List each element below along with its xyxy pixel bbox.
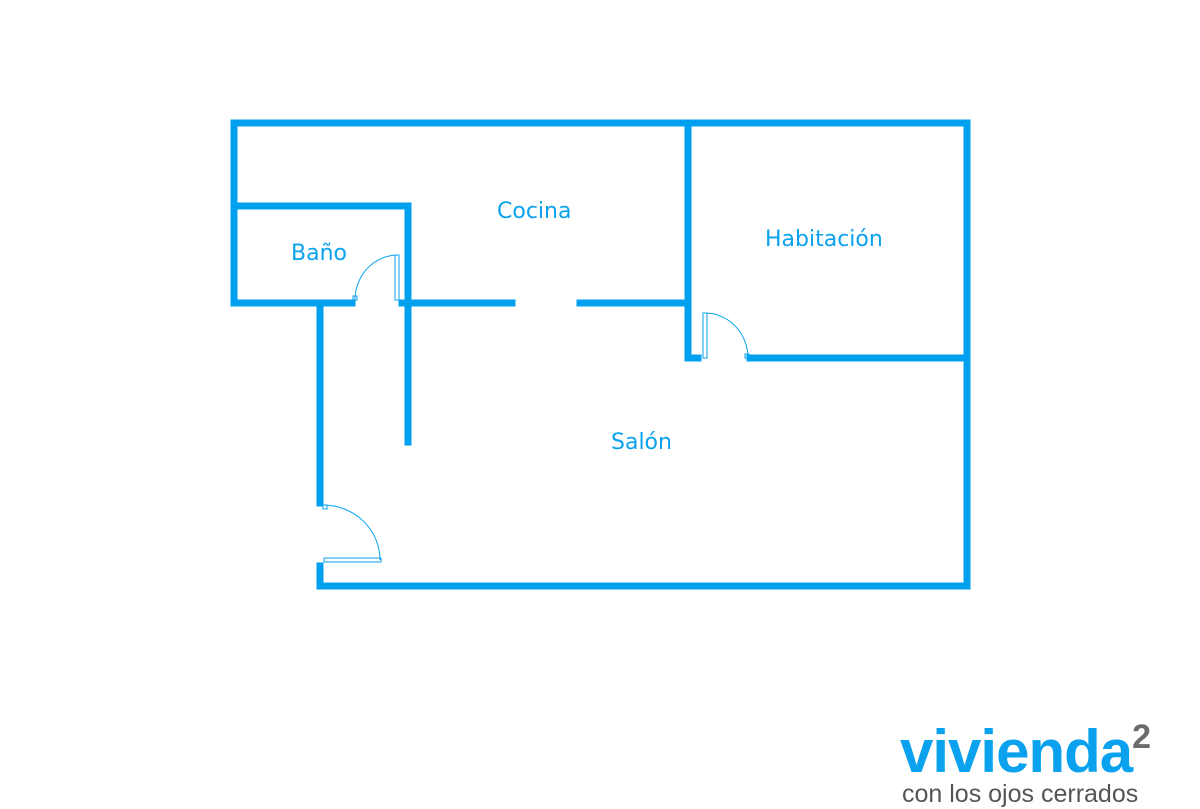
logo-name: vivienda xyxy=(900,718,1133,785)
room-label-habitacion: Habitación xyxy=(765,227,883,252)
room-label-salon: Salón xyxy=(611,430,672,455)
logo-tagline: con los ojos cerrados xyxy=(902,780,1139,808)
bedroom-door xyxy=(702,312,750,359)
room-label-bano: Baño xyxy=(291,241,347,266)
doors xyxy=(322,254,750,563)
logo-superscript: 2 xyxy=(1132,718,1152,756)
entrance-door xyxy=(322,504,382,563)
bath-door xyxy=(352,254,400,301)
walls xyxy=(230,119,971,590)
brand-logo: vivienda2 con los ojos cerrados xyxy=(900,718,1151,808)
room-label-cocina: Cocina xyxy=(497,199,572,224)
